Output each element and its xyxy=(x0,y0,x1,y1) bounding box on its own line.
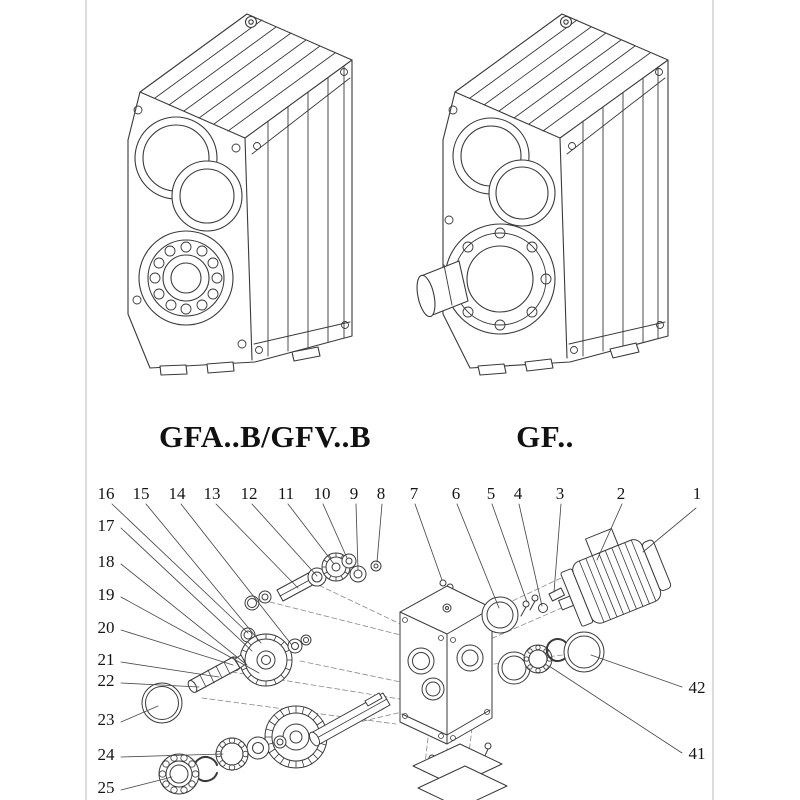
bolt-bosses xyxy=(444,68,664,354)
part-number-5: 5 xyxy=(487,484,496,503)
gearbox-gf-drawing xyxy=(416,13,669,376)
part-number-18: 18 xyxy=(98,552,115,571)
part-number-41: 41 xyxy=(689,744,706,763)
bolt-bosses xyxy=(132,68,349,354)
page-edge-right xyxy=(712,0,714,800)
part-number-7: 7 xyxy=(410,484,419,503)
bottom-cover-parts xyxy=(412,742,508,800)
breather-plug xyxy=(244,15,258,29)
part-number-11: 11 xyxy=(278,484,294,503)
part-number-8: 8 xyxy=(377,484,386,503)
output-shaft-exploded xyxy=(308,692,391,747)
cooling-fins xyxy=(154,19,336,132)
roller-bearing xyxy=(158,753,200,795)
part-number-9: 9 xyxy=(350,484,359,503)
part-number-22: 22 xyxy=(98,671,115,690)
part-number-4: 4 xyxy=(514,484,523,503)
part-number-1: 1 xyxy=(693,484,702,503)
side-ribs xyxy=(582,66,659,357)
motor-fins xyxy=(578,539,657,623)
mounting-feet xyxy=(159,346,321,376)
exploded-parts-diagram: 16 15 14 13 12 11 10 9 8 7 6 5 4 3 2 1 1… xyxy=(98,484,706,800)
washer xyxy=(538,603,548,613)
leader-lines xyxy=(111,503,697,791)
part-number-10: 10 xyxy=(314,484,331,503)
output-shaft xyxy=(416,260,469,318)
part-number-20: 20 xyxy=(98,618,115,637)
part-number-23: 23 xyxy=(98,710,115,729)
part-number-25: 25 xyxy=(98,778,115,797)
part-number-6: 6 xyxy=(452,484,461,503)
output-bearing xyxy=(138,230,234,326)
page-edge-left xyxy=(85,0,87,800)
output-flange xyxy=(444,223,556,335)
intermediate-shaft-parts xyxy=(244,552,382,611)
input-bores xyxy=(134,116,243,232)
input-bores xyxy=(452,117,556,227)
housing-edges xyxy=(139,59,353,361)
part-number-3: 3 xyxy=(556,484,565,503)
motor-side-small-parts xyxy=(439,579,565,617)
part-number-19: 19 xyxy=(98,585,115,604)
side-ribs xyxy=(267,65,345,357)
housing-exploded xyxy=(399,585,493,745)
part-number-labels: 16 15 14 13 12 11 10 9 8 7 6 5 4 3 2 1 1… xyxy=(98,484,706,797)
part-number-21: 21 xyxy=(98,650,115,669)
shaft-seal xyxy=(141,682,183,724)
key xyxy=(548,587,565,602)
flange-bolt-holes xyxy=(448,227,552,331)
part-number-15: 15 xyxy=(133,484,150,503)
part-number-24: 24 xyxy=(98,745,116,764)
part-number-12: 12 xyxy=(241,484,258,503)
motor-drawing xyxy=(558,528,672,627)
breather-plug xyxy=(559,15,573,29)
cooling-fins xyxy=(469,19,651,132)
gearbox-gfab-gfv-drawing xyxy=(127,13,353,376)
part-number-13: 13 xyxy=(204,484,221,503)
motor-rear-cap xyxy=(641,539,672,591)
part-number-42: 42 xyxy=(689,678,706,697)
housing-edges xyxy=(454,59,669,359)
part-number-17: 17 xyxy=(98,516,116,535)
cover-plate xyxy=(417,765,508,800)
large-gear xyxy=(239,633,293,687)
output-side-rings xyxy=(481,596,605,685)
model-label-gf: GF.. xyxy=(516,419,574,454)
part-number-16: 16 xyxy=(98,484,115,503)
output-shaft-parts xyxy=(141,627,391,795)
bearing-rollers xyxy=(149,241,223,315)
ball-bearing xyxy=(523,644,553,674)
model-label-gfab-gfv: GFA..B/GFV..B xyxy=(158,419,372,454)
part-number-2: 2 xyxy=(617,484,626,503)
retaining-ring xyxy=(563,631,605,673)
snap-ring xyxy=(545,638,569,662)
part-number-14: 14 xyxy=(169,484,187,503)
mounting-feet xyxy=(477,342,640,376)
